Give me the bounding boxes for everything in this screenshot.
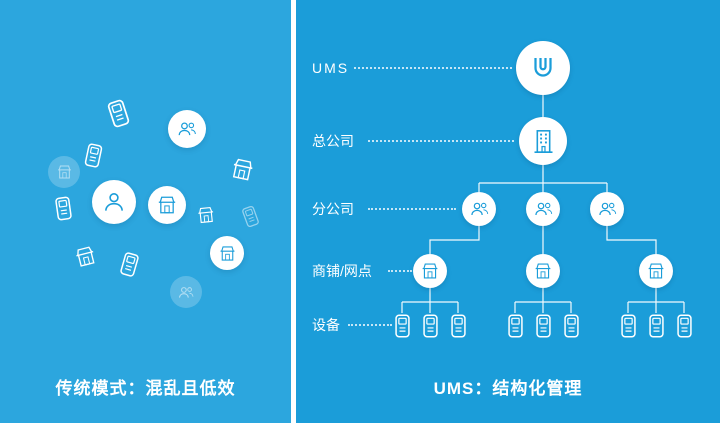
right-caption: UMS：结构化管理: [433, 379, 583, 398]
shop-icon: [646, 262, 666, 280]
shop-icon: [533, 262, 553, 280]
branch-node: [590, 192, 624, 226]
device-phone-icon: [564, 314, 579, 338]
people-icon: [597, 200, 618, 218]
shop-icon: [420, 262, 440, 280]
shop-icon: [228, 156, 257, 184]
people-badge: [170, 276, 202, 308]
level-label-device: 设备: [312, 317, 340, 333]
branch-node: [462, 192, 496, 226]
shop-node: [526, 254, 560, 288]
people-icon: [533, 200, 554, 218]
device-phone-icon: [677, 314, 692, 338]
people-icon: [469, 200, 490, 218]
level-label-ums: UMS: [312, 60, 350, 76]
shop-badge: [210, 236, 244, 270]
device-phone-icon: [508, 314, 523, 338]
shop-badge: [148, 186, 186, 224]
level-label-branch: 分公司: [312, 201, 354, 217]
ums-root-node: [516, 41, 570, 95]
phone-icon: [54, 195, 72, 222]
device-phone-icon: [621, 314, 636, 338]
panel-divider: [291, 0, 296, 423]
phone-icon: [119, 250, 140, 278]
left-panel: 传统模式：混乱且低效: [0, 0, 291, 423]
level-label-hq: 总公司: [312, 133, 354, 149]
person-badge: [92, 180, 136, 224]
shop-node: [413, 254, 447, 288]
shop-badge: [48, 156, 80, 188]
shop-node: [639, 254, 673, 288]
people-badge: [168, 110, 206, 148]
dotted-connector: [368, 140, 514, 142]
ums-logo-icon: [528, 53, 558, 83]
phone-icon: [241, 204, 260, 228]
phone-icon: [84, 142, 104, 170]
device-phone-icon: [649, 314, 664, 338]
dotted-connector: [348, 324, 392, 326]
device-phone-icon: [395, 314, 410, 338]
shop-icon: [195, 205, 217, 225]
right-panel: UMS 总公司 分公司 商铺/网点 设备: [296, 0, 720, 423]
dotted-connector: [354, 67, 512, 69]
dotted-connector: [368, 208, 456, 210]
device-phone-icon: [451, 314, 466, 338]
phone-icon: [106, 98, 131, 129]
shop-icon: [72, 244, 99, 270]
device-phone-icon: [536, 314, 551, 338]
dotted-connector: [388, 270, 412, 272]
tree-connectors: [401, 95, 685, 313]
device-phone-icon: [423, 314, 438, 338]
left-caption: 传统模式：混乱且低效: [55, 379, 236, 398]
branch-node: [526, 192, 560, 226]
building-icon: [530, 128, 557, 155]
hq-node: [519, 117, 567, 165]
level-label-shop: 商铺/网点: [312, 263, 372, 279]
